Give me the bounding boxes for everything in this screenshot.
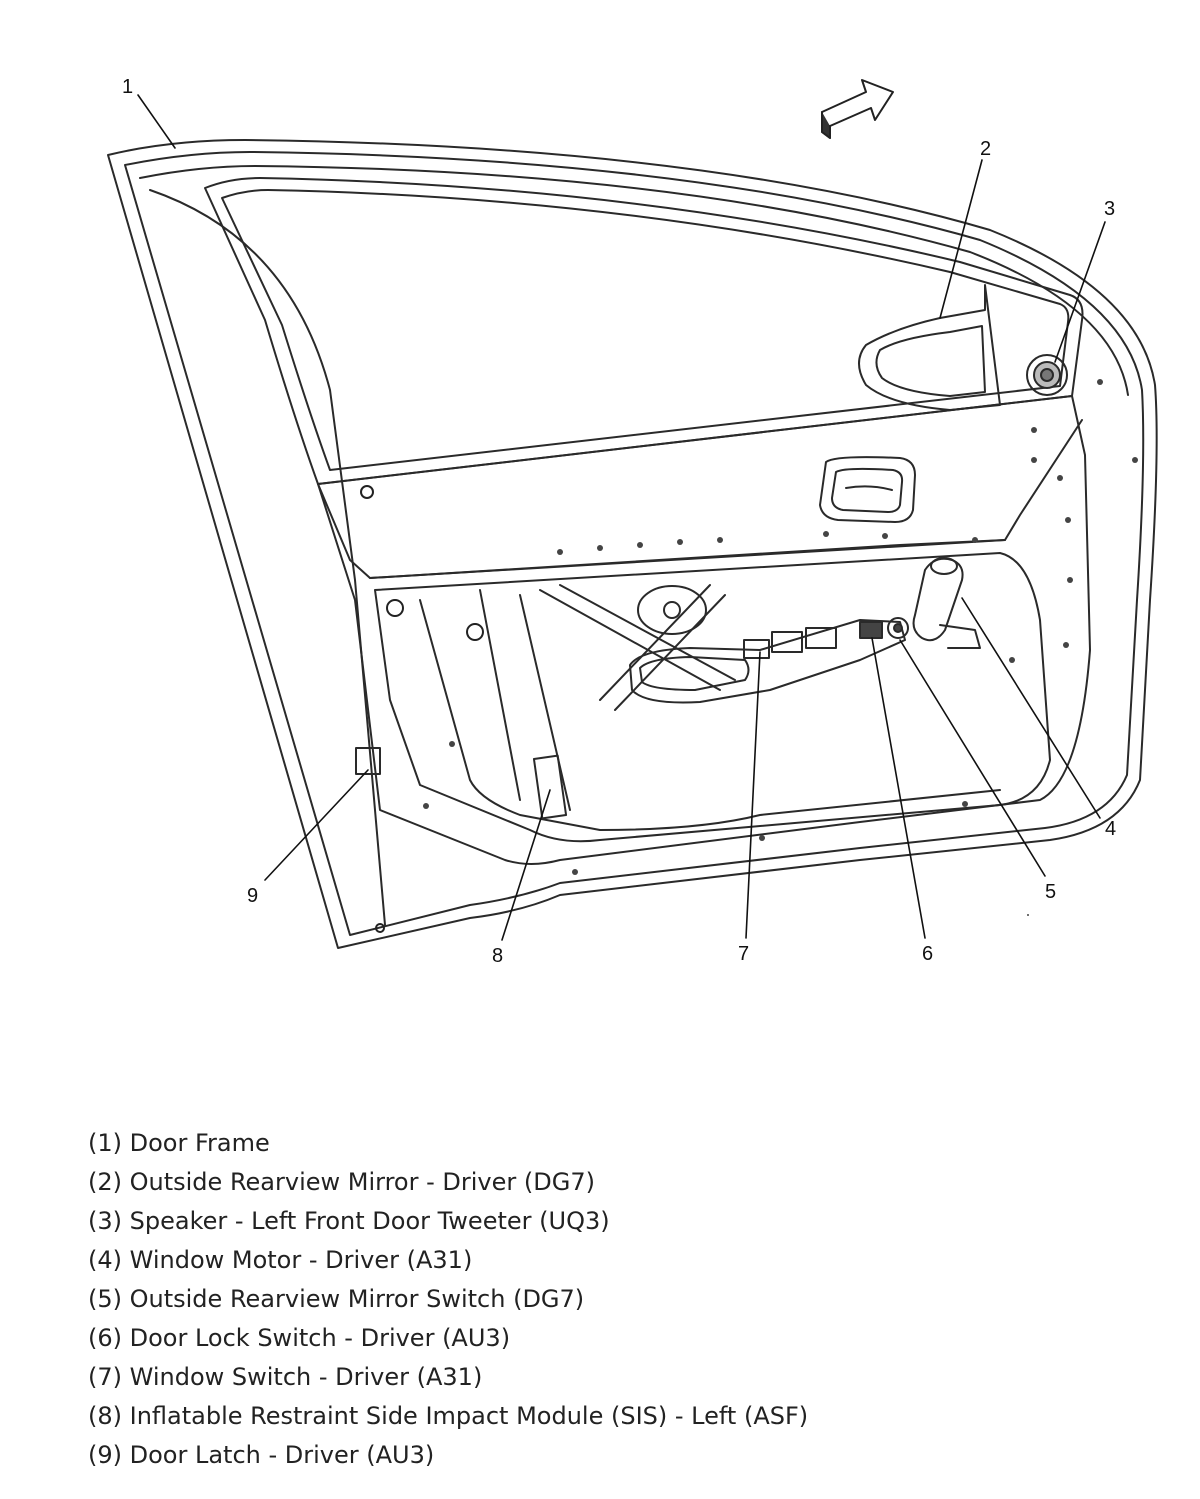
forward-arrow-icon [821,79,894,139]
legend: (1) Door Frame (2) Outside Rearview Mirr… [88,1124,1088,1475]
window-motor [912,557,981,649]
inside-door-handle [819,456,916,523]
window-opening [204,177,1084,485]
callout-8: 8 [492,945,503,967]
callout-3: 3 [1104,198,1115,220]
switch-panel [629,617,909,704]
legend-item-4: (4) Window Motor - Driver (A31) [88,1246,473,1274]
legend-item-5: (5) Outside Rearview Mirror Switch (DG7) [88,1285,585,1313]
callout-5: 5 [1045,881,1056,903]
callout-2: 2 [980,138,991,160]
door-diagram: 1 2 3 4 5 6 7 8 9 [107,76,1158,967]
legend-item-7: (7) Window Switch - Driver (A31) [88,1363,483,1391]
legend-item-9: (9) Door Latch - Driver (AU3) [88,1441,435,1469]
callout-1: 1 [122,76,133,98]
legend-item-6: (6) Door Lock Switch - Driver (AU3) [88,1324,511,1352]
callout-4: 4 [1105,818,1116,840]
leader-lines [137,94,1106,941]
outside-rearview-mirror [858,284,1001,411]
door-frame [107,139,1158,949]
legend-item-8: (8) Inflatable Restraint Side Impact Mod… [88,1402,809,1430]
legend-item-2: (2) Outside Rearview Mirror - Driver (DG… [88,1168,595,1196]
callout-6: 6 [922,943,933,965]
legend-item-3: (3) Speaker - Left Front Door Tweeter (U… [88,1207,610,1235]
tweeter-speaker [1026,354,1068,396]
side-impact-module [532,754,568,820]
panel-holes [360,379,1138,933]
callout-labels: 1 2 3 4 5 6 7 8 9 [122,76,1116,967]
legend-item-1: (1) Door Frame [88,1129,270,1157]
callout-7: 7 [738,943,749,965]
callout-9: 9 [247,885,258,907]
door-latch [355,747,381,775]
inner-panel [317,395,1091,865]
